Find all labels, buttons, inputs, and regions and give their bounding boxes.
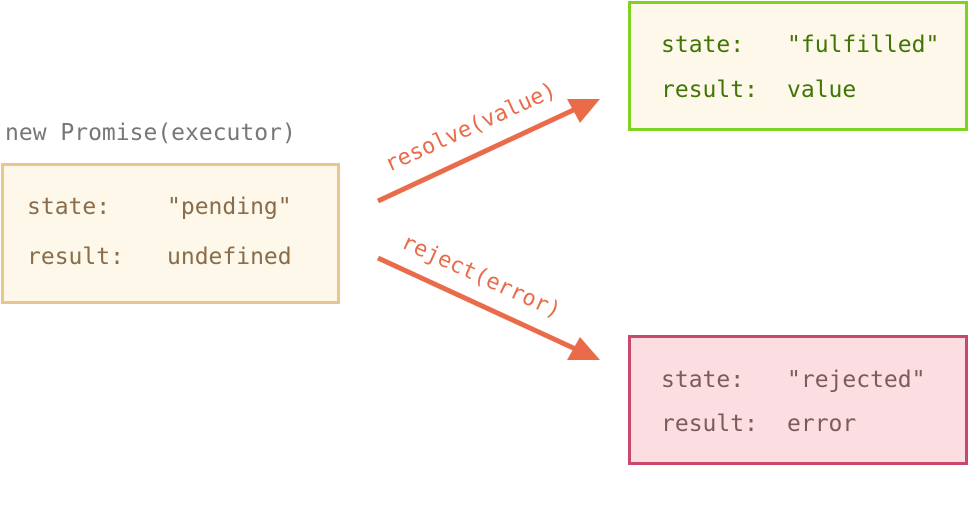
rejected-state-row: state: "rejected"	[661, 369, 925, 461]
fulfilled-state-box: state: "fulfilled" result: value	[628, 1, 968, 131]
rejected-result-value: error	[787, 411, 857, 437]
rejected-state-value: "rejected"	[787, 367, 926, 393]
rejected-result-row: result: error	[661, 413, 856, 505]
reject-arrowhead	[567, 337, 600, 360]
transition-arrows: resolve(value) reject(error)	[376, 78, 600, 360]
fulfilled-result-key: result:	[661, 77, 758, 103]
rejected-state-box: state: "rejected" result: error	[628, 335, 968, 465]
fulfilled-state-key: state:	[661, 32, 745, 58]
pending-result-row: result: undefined	[27, 246, 292, 338]
pending-state-value: "pending"	[167, 194, 292, 220]
reject-arrow	[376, 255, 600, 360]
resolve-arrow	[376, 99, 600, 204]
fulfilled-result-row: result: value	[661, 79, 856, 171]
fulfilled-state-row: state: "fulfilled"	[661, 34, 939, 126]
pending-state-row: state: "pending"	[27, 196, 292, 288]
resolve-arrowhead	[567, 99, 600, 123]
pending-result-key: result:	[27, 244, 124, 270]
fulfilled-state-value: "fulfilled"	[787, 32, 940, 58]
fulfilled-result-value: value	[787, 77, 857, 103]
rejected-result-key: result:	[661, 411, 758, 437]
pending-state-key: state:	[27, 194, 111, 220]
rejected-state-key: state:	[661, 367, 745, 393]
executor-caption: new Promise(executor)	[5, 120, 296, 146]
pending-result-value: undefined	[167, 244, 292, 270]
pending-state-box: state: "pending" result: undefined	[1, 163, 340, 304]
